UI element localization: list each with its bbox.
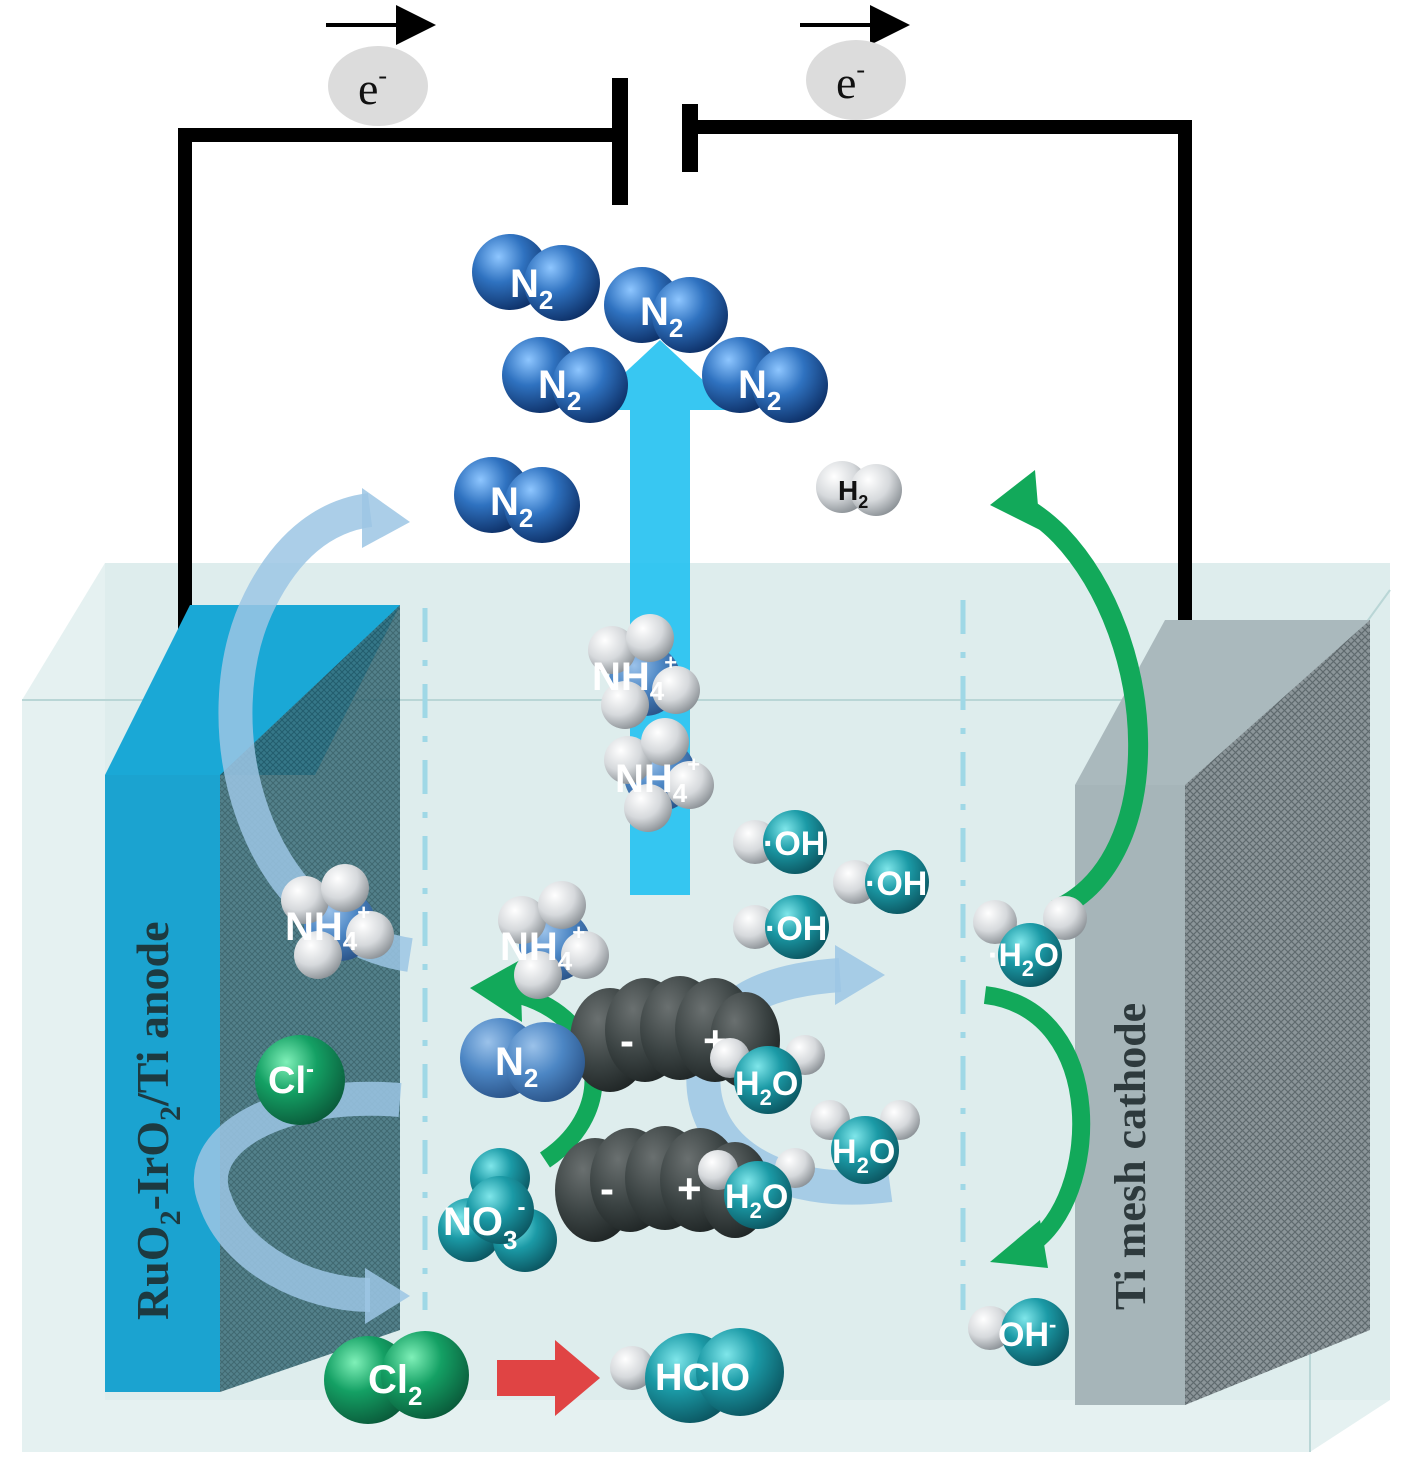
svg-text:N2: N2: [490, 480, 533, 533]
cathode-label: Ti mesh cathode: [1106, 1003, 1155, 1310]
nh4-molecule-1: NH4+: [588, 614, 700, 729]
svg-text:H2O: H2O: [725, 1178, 788, 1223]
svg-text:H2O: H2O: [735, 1065, 798, 1110]
svg-text:Cl2: Cl2: [368, 1358, 422, 1411]
svg-text:H2O: H2O: [832, 1133, 895, 1178]
svg-text:e-: e-: [836, 55, 865, 108]
svg-text:N2: N2: [495, 1040, 538, 1093]
oh-radical-1: ·OH: [733, 810, 827, 874]
svg-text:N2: N2: [738, 363, 781, 416]
n2-molecule-5: N2: [454, 457, 580, 543]
n2-molecule-3: N2: [502, 337, 628, 423]
svg-text:N2: N2: [538, 363, 581, 416]
separators: [422, 600, 966, 1310]
red-arrow: [497, 1340, 600, 1416]
cathode-oh-arrow: [983, 986, 1091, 1268]
svg-text:·OH: ·OH: [865, 865, 927, 903]
nh4-molecule-3: NH4+: [281, 864, 394, 979]
h2o-molecule-3: H2O: [698, 1148, 815, 1229]
n2-molecule-2: N2: [604, 267, 728, 353]
svg-text:HClO: HClO: [655, 1357, 750, 1399]
svg-text:NH4+: NH4+: [285, 900, 370, 956]
oh-radical-3: ·OH: [733, 895, 829, 959]
h2o-molecule-2: H2O: [810, 1100, 920, 1184]
svg-text:+: +: [677, 1165, 702, 1212]
svg-text:N2: N2: [510, 262, 553, 315]
n2-molecule-4: N2: [702, 337, 828, 423]
svg-text:NH4+: NH4+: [615, 752, 700, 808]
svg-text:NO3-: NO3-: [443, 1194, 525, 1255]
h2o-cathode: ·H2O: [973, 896, 1087, 987]
electron-right: e-: [800, 5, 910, 120]
svg-text:·OH: ·OH: [763, 825, 825, 863]
nh4-molecule-2: NH4+: [604, 718, 714, 832]
svg-text:NH4+: NH4+: [592, 650, 677, 706]
electron-left: e-: [326, 5, 436, 126]
svg-text:OH-: OH-: [998, 1312, 1056, 1354]
svg-text:-: -: [620, 1017, 634, 1064]
h2o-molecule-1: H2O: [710, 1035, 825, 1114]
svg-text:NH4+: NH4+: [500, 920, 585, 976]
svg-text:-: -: [600, 1165, 614, 1212]
svg-text:·H2O: ·H2O: [988, 937, 1059, 981]
nitrate-ion: NO3-: [438, 1148, 557, 1272]
anode-label: RuO2-IrO2/Ti anode: [127, 921, 187, 1320]
chloride-ion: Cl-: [255, 1035, 345, 1125]
hydroxide-ion: OH-: [968, 1298, 1069, 1366]
svg-text:·OH: ·OH: [765, 910, 827, 948]
h2-molecule: H2: [816, 461, 902, 516]
svg-text:Cl-: Cl-: [268, 1056, 314, 1102]
hclo-molecule: HClO: [610, 1328, 784, 1423]
cathode-h2-arrow: [990, 470, 1149, 920]
chlorine-molecule: Cl2: [324, 1331, 469, 1424]
cathode-plate: Ti mesh cathode: [1075, 620, 1370, 1405]
nh4-molecule-4: NH4+: [498, 881, 609, 999]
external-circuit: [178, 78, 1192, 705]
svg-text:e-: e-: [358, 61, 387, 114]
svg-text:H2: H2: [838, 475, 868, 512]
n2-molecule-1: N2: [472, 234, 600, 321]
svg-text:N2: N2: [640, 290, 683, 343]
n2-molecule-6: N2: [460, 1018, 585, 1102]
oh-radical-2: ·OH: [833, 850, 929, 914]
